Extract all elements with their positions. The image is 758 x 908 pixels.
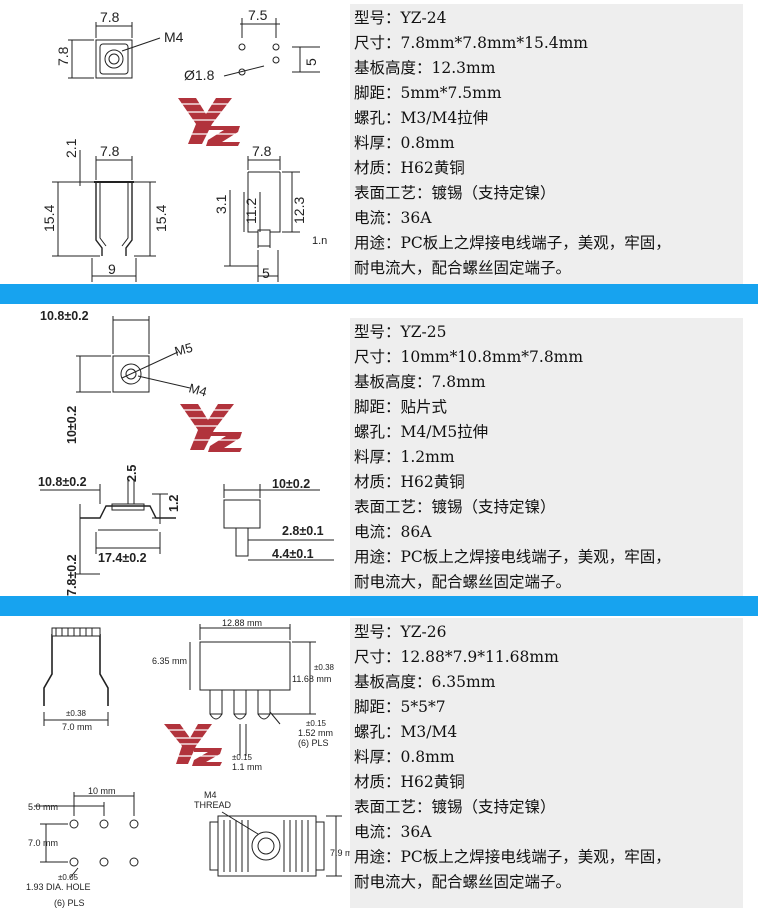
spec-line: 尺寸：10mm*10.8mm*7.8mm bbox=[354, 348, 584, 366]
spec-line: 脚距：5mm*7.5mm bbox=[354, 84, 502, 102]
spec-line: 表面工艺：镀锡（支持定镍） bbox=[354, 798, 556, 816]
spec-line: 螺孔：M4/M5拉伸 bbox=[354, 423, 489, 441]
product-panel-yz24: 7.8 7.8 M4 7.5 5 Ø1.8 2.1 7.8 15.4 15.4 … bbox=[0, 0, 758, 284]
dim-tol5: ±0.05 bbox=[58, 873, 79, 882]
dim-tol3: ±0.15 bbox=[306, 719, 327, 728]
dim-t: 2.1 bbox=[63, 138, 79, 158]
dim-thread: M4 bbox=[164, 29, 184, 45]
dim-tol1: ±0.38 bbox=[66, 709, 87, 718]
spec-line: 用途：PC板上之焊接电线端子，美观，牢固， bbox=[354, 548, 671, 566]
yz-logo bbox=[176, 98, 240, 146]
dim-w1: 7.0 mm bbox=[62, 722, 92, 732]
dim-f-h: 1.2 bbox=[167, 495, 181, 512]
product-panel-yz26: ±0.38 7.0 mm 12.88 mm 6.35 mm ±0.38 11.6… bbox=[0, 616, 758, 908]
dim-foot: 5 bbox=[262, 265, 270, 281]
dim-w5: 5.0 mm bbox=[28, 802, 58, 812]
dim-hole: 1.93 DIA. HOLE bbox=[26, 882, 91, 892]
dim-h1168: 11.68 mm bbox=[292, 674, 331, 684]
drawing-yz24: 7.8 7.8 M4 7.5 5 Ø1.8 2.1 7.8 15.4 15.4 … bbox=[41, 7, 327, 282]
spec-line: 用途：PC板上之焊接电线端子，美观，牢固， bbox=[354, 848, 671, 866]
dim-h2: 15.4 bbox=[153, 205, 169, 232]
dim-thread: THREAD bbox=[194, 800, 232, 810]
drawing-yz26: ±0.38 7.0 mm 12.88 mm 6.35 mm ±0.38 11.6… bbox=[26, 618, 350, 908]
dim-s4: 1.n bbox=[312, 235, 327, 247]
dim-h635: 6.35 mm bbox=[152, 656, 187, 666]
dim-w10: 10 mm bbox=[88, 786, 116, 796]
dim-s2: 11.2 bbox=[243, 198, 259, 224]
dim-w-side: 7.8 bbox=[252, 143, 272, 159]
spec-line: 材质：H62黄铜 bbox=[354, 773, 465, 791]
dim-w-top: 7.8 bbox=[100, 9, 120, 25]
spec-line: 基板高度：12.3mm bbox=[354, 59, 496, 77]
dim-f-total: 7.8±0.2 bbox=[65, 554, 79, 596]
dim-s-b: 4.4±0.1 bbox=[272, 547, 314, 561]
spec-line: 料厚：1.2mm bbox=[354, 448, 455, 466]
spec-line: 型号：YZ-24 bbox=[354, 9, 447, 27]
spec-line: 电流：86A bbox=[354, 523, 432, 541]
dim-w-front: 7.8 bbox=[100, 143, 120, 159]
dim-top-h: 10±0.2 bbox=[65, 406, 79, 444]
dim-s3: 12.3 bbox=[291, 197, 307, 224]
dim-m4: M4 bbox=[187, 380, 208, 399]
dim-pitch: 7.5 bbox=[248, 7, 268, 23]
dim-s1: 3.1 bbox=[213, 194, 229, 214]
dim-m5: M5 bbox=[173, 340, 194, 359]
yz-logo bbox=[178, 404, 242, 452]
dim-p152: 1.52 mm bbox=[298, 728, 333, 738]
dim-h79: 7.9 m bbox=[330, 848, 350, 858]
dim-top-w: 10.8±0.2 bbox=[40, 309, 89, 323]
dim-f-base: 17.4±0.2 bbox=[98, 551, 147, 565]
drawing-yz25: 10.8±0.2 M5 M4 10±0.2 10.8±0.2 2.5 1.2 1… bbox=[38, 309, 334, 596]
spec-line: 基板高度：6.35mm bbox=[354, 673, 496, 691]
spec-line: 料厚：0.8mm bbox=[354, 748, 455, 766]
dim-m4: M4 bbox=[204, 790, 217, 800]
dim-s-a: 2.8±0.1 bbox=[282, 524, 324, 538]
spec-line: 电流：36A bbox=[354, 209, 432, 227]
spec-line: 螺孔：M3/M4拉伸 bbox=[354, 109, 489, 127]
spec-line: 耐电流大，配合螺丝固定端子。 bbox=[354, 873, 572, 891]
dim-pls2: (6) PLS bbox=[54, 898, 85, 908]
spec-line: 耐电流大，配合螺丝固定端子。 bbox=[354, 573, 572, 591]
spec-line: 用途：PC板上之焊接电线端子，美观，牢固， bbox=[354, 234, 671, 252]
spec-line: 基板高度：7.8mm bbox=[354, 373, 486, 391]
spec-line: 脚距：5*5*7 bbox=[354, 698, 446, 716]
dim-h-left: 7.8 bbox=[55, 46, 71, 66]
spec-line: 型号：YZ-26 bbox=[354, 623, 447, 641]
spec-line: 型号：YZ-25 bbox=[354, 323, 447, 341]
spec-line: 电流：36A bbox=[354, 823, 432, 841]
dim-pls1: (6) PLS bbox=[298, 738, 329, 748]
dim-w7: 7.0 mm bbox=[28, 838, 58, 848]
spec-line: 螺孔：M3/M4 bbox=[354, 723, 458, 741]
dim-h1: 15.4 bbox=[41, 205, 57, 232]
dim-tol2: ±0.38 bbox=[314, 663, 335, 672]
spec-line: 脚距：贴片式 bbox=[354, 398, 448, 416]
spec-list-yz24: 型号：YZ-24 尺寸：7.8mm*7.8mm*15.4mm 基板高度：12.3… bbox=[350, 4, 743, 284]
dim-tol4: ±0.15 bbox=[232, 753, 253, 762]
dim-p11: 1.1 mm bbox=[232, 762, 262, 772]
dim-s-w: 10±0.2 bbox=[272, 477, 310, 491]
dim-f-w: 10.8±0.2 bbox=[38, 475, 87, 489]
yz-logo bbox=[162, 724, 222, 766]
spec-line: 尺寸：12.88*7.9*11.68mm bbox=[354, 648, 559, 666]
spec-line: 表面工艺：镀锡（支持定镍） bbox=[354, 184, 556, 202]
spec-list-yz26: 型号：YZ-26 尺寸：12.88*7.9*11.68mm 基板高度：6.35m… bbox=[350, 618, 743, 908]
spec-line: 材质：H62黄铜 bbox=[354, 473, 465, 491]
spec-line: 尺寸：7.8mm*7.8mm*15.4mm bbox=[354, 34, 588, 52]
dim-pitch-side: 5 bbox=[303, 58, 319, 66]
product-panel-yz25: 10.8±0.2 M5 M4 10±0.2 10.8±0.2 2.5 1.2 1… bbox=[0, 304, 758, 596]
spec-list-yz25: 型号：YZ-25 尺寸：10mm*10.8mm*7.8mm 基板高度：7.8mm… bbox=[350, 318, 743, 596]
spec-line: 料厚：0.8mm bbox=[354, 134, 455, 152]
dim-top: 12.88 mm bbox=[222, 618, 262, 628]
dim-base: 9 bbox=[108, 261, 116, 277]
dim-hole: Ø1.8 bbox=[184, 67, 215, 83]
dim-f-t: 2.5 bbox=[125, 465, 139, 482]
spec-line: 耐电流大，配合螺丝固定端子。 bbox=[354, 259, 572, 277]
spec-line: 材质：H62黄铜 bbox=[354, 159, 465, 177]
spec-line: 表面工艺：镀锡（支持定镍） bbox=[354, 498, 556, 516]
